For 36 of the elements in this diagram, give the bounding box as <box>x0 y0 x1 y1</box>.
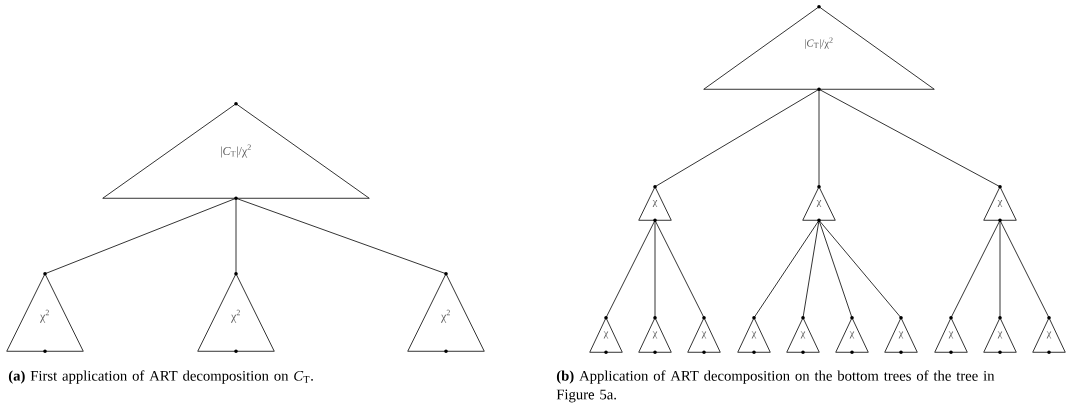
tree-edge <box>44 197 237 275</box>
triangle: |C$_{T}$|/χ$^{2}$ <box>102 102 370 200</box>
tree-edge <box>999 219 1001 319</box>
caption: (b) Application of ART decomposition on the bottom trees of the tree in Figure 5a. <box>556 370 995 403</box>
triangle: χ <box>983 316 1017 354</box>
caption: (a) First application of ART decomposition on C$_{T}$. <box>8 370 313 384</box>
tree-edge <box>818 219 853 319</box>
tree-edge <box>818 219 902 319</box>
tree-edge <box>654 88 820 188</box>
triangle: χ <box>737 316 771 354</box>
tree-edge <box>753 219 820 319</box>
tree-edge <box>235 197 237 275</box>
tree-edge <box>654 219 656 319</box>
tree-edge <box>235 197 447 275</box>
tree-edge <box>654 219 705 319</box>
tree-edge <box>999 219 1050 319</box>
tree-edge <box>818 88 1001 188</box>
triangle: χ <box>786 316 820 354</box>
triangle: χ <box>589 316 623 354</box>
triangle: χ <box>1032 316 1066 354</box>
tree-edge <box>950 219 1001 319</box>
triangle: χ <box>835 316 869 354</box>
triangle: χ <box>884 316 918 354</box>
tree-edge <box>605 219 656 319</box>
triangle: χ <box>638 185 672 222</box>
triangle: χ <box>638 316 672 354</box>
tree-edge <box>802 219 820 319</box>
triangle: χ <box>802 185 836 222</box>
triangle: χ <box>687 316 721 354</box>
triangle: χ <box>934 316 968 354</box>
triangle: χ <box>983 185 1017 222</box>
triangle: χ$^{2}$ <box>407 272 485 353</box>
triangle: χ$^{2}$ <box>6 272 84 353</box>
triangle: χ$^{2}$ <box>197 272 275 353</box>
tree-edge <box>818 88 820 188</box>
triangle: |C$_{T}$|/χ$^{2}$ <box>703 5 935 91</box>
